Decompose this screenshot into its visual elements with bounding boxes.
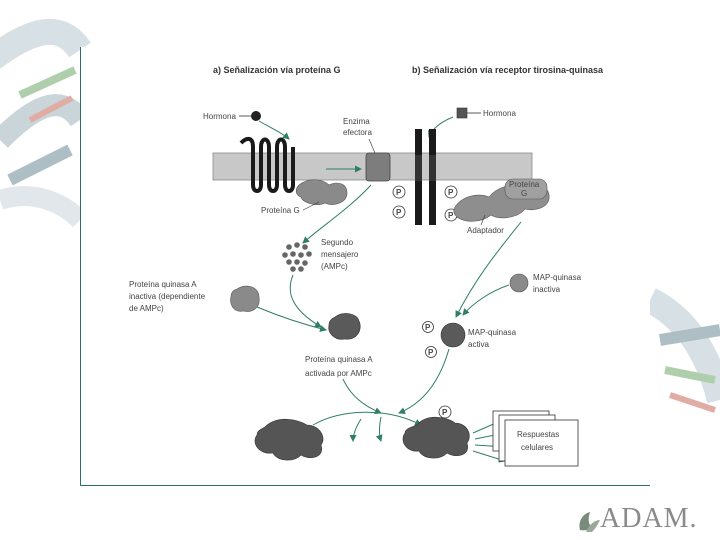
phosphate-label-4: P: [448, 211, 454, 220]
map-kinase-inactive-shape: [509, 273, 529, 293]
g-protein-connector: [302, 201, 320, 211]
effector-enzyme: [365, 152, 391, 182]
map-inactive-label-2: inactiva: [533, 285, 561, 294]
phosphate-label-2: P: [396, 208, 402, 217]
second-messenger-label-3: (AMPc): [321, 262, 348, 271]
pka-inactive-label-2: inactiva (dependiente: [129, 292, 206, 301]
second-messenger-dots: [282, 242, 312, 272]
pka-active-shape: [328, 313, 361, 340]
responses-label-1: Respuestas: [517, 430, 559, 439]
map-active-label-1: MAP-quinasa: [468, 328, 517, 337]
effector-connector: [368, 138, 376, 154]
tyrosine-kinase-receptor: [415, 129, 436, 225]
substrate-return-arrow: [375, 416, 383, 442]
substrate-phosphate-label: P: [442, 408, 448, 417]
map-active-phosphate-2: [425, 346, 437, 358]
map-active-phosphate-1: [422, 321, 434, 333]
diagram-panel: a) Señalización vía proteína G b) Señali…: [80, 47, 650, 486]
adam-logo-icon: [579, 512, 600, 532]
map-inactive-label-1: MAP-quinasa: [533, 273, 582, 282]
map-phosphate-label-1: P: [425, 323, 431, 332]
map-to-target-arrow: [398, 348, 450, 414]
map-phosphate-label-2: P: [428, 348, 434, 357]
pka-to-target-arrow: [342, 378, 382, 415]
substrate-phosphate: [438, 405, 452, 419]
messenger-to-pka-arrow: [289, 274, 322, 328]
effector-to-messenger-arrow: [302, 184, 372, 244]
g-protein-coupled-receptor: [239, 136, 295, 193]
pka-inactive-label-1: Proteína quinasa A: [129, 280, 197, 289]
second-messenger-label-2: mensajero: [321, 250, 359, 259]
panel-b-title: b) Señalización vía receptor tirosina-qu…: [412, 65, 604, 75]
effector-enzyme-label-2: efectora: [343, 128, 372, 137]
phosphorylated-substrate-shape: [402, 416, 470, 459]
pka-active-label-2: activada por AMPc: [305, 369, 372, 378]
phosphate-label-3: P: [448, 188, 454, 197]
responses-box: [504, 419, 579, 467]
pka-inactive-shape: [230, 285, 260, 312]
panel-b-g-protein-label-2: G: [521, 189, 527, 198]
panel-a-hormone-molecule: [251, 111, 261, 121]
hormone-arrow: [258, 120, 290, 140]
adam-logo-text: ADAM.: [600, 503, 698, 534]
pka-activation-arrow: [256, 306, 327, 332]
adapter-to-map-arrow: [455, 221, 522, 318]
g-protein-label: Proteína G: [261, 206, 300, 215]
signaling-diagram: a) Señalización vía proteína G b) Señali…: [129, 65, 604, 467]
adapter-connector: [480, 214, 486, 226]
panel-a-hormone-label: Hormona: [203, 112, 236, 121]
substrate-return-arrow-2: [349, 418, 362, 442]
g-protein-shape: [295, 179, 348, 205]
map-kinase-active-shape: [440, 322, 466, 348]
panel-b-g-protein-shape: [504, 178, 548, 200]
map-active-label-2: activa: [468, 340, 489, 349]
panel-a-title: a) Señalización vía proteína G: [213, 65, 341, 75]
pka-inactive-label-3: de AMPc): [129, 304, 164, 313]
map-activation-arrow: [462, 284, 510, 316]
second-messenger-label-1: Segundo: [321, 238, 354, 247]
panel-b-hormone-molecule: [456, 107, 468, 119]
substrate-protein-shape: [254, 418, 324, 461]
phosphate-label-1: P: [396, 188, 402, 197]
adapter-label: Adaptador: [467, 226, 504, 235]
pka-active-label-1: Proteína quinasa A: [305, 355, 373, 364]
effector-enzyme-label-1: Enzima: [343, 117, 370, 126]
substrate-flow-arrow: [312, 411, 422, 426]
panel-b-g-protein-label-1: Proteína: [509, 180, 540, 189]
responses-label-2: celulares: [521, 443, 553, 452]
panel-b-hormone-label: Hormona: [483, 109, 516, 118]
